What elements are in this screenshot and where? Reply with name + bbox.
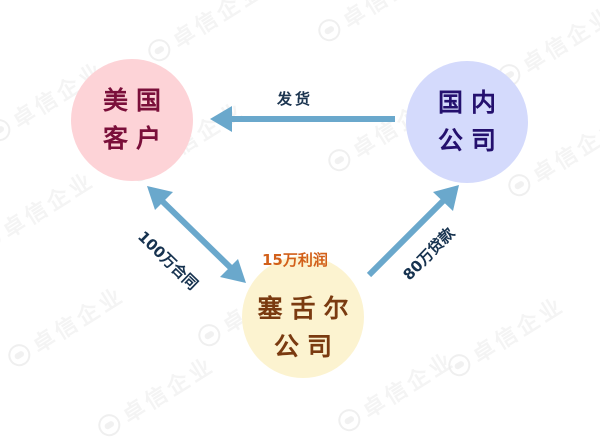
node-seychelles-company-line1: 塞舌尔 <box>257 294 357 323</box>
profit-label: 15万利润 <box>262 251 328 269</box>
node-domestic-company-line1: 国内 <box>437 88 504 117</box>
globe-icon <box>94 410 125 441</box>
node-seychelles-company: 塞舌尔 公司 <box>242 256 364 378</box>
node-us-customer: 美国 客户 <box>71 59 193 181</box>
shipping-label: 发货 <box>277 90 314 108</box>
loan-arrow <box>366 185 459 278</box>
arrows-layer <box>147 106 459 283</box>
shipping-arrow <box>210 106 395 132</box>
node-domestic-company-line2: 公司 <box>437 126 504 155</box>
node-domestic-company: 国内 公司 <box>406 61 528 183</box>
node-us-customer-line2: 客户 <box>102 124 169 153</box>
node-seychelles-company-line2: 公司 <box>273 332 340 361</box>
contract-double-arrow <box>147 186 246 283</box>
node-us-customer-line1: 美国 <box>102 86 169 115</box>
diagram-canvas: 卓信企业 卓信企业 卓信企业 卓信企业 卓信企业 卓信企业 卓信企业 卓信企业 … <box>0 0 600 412</box>
